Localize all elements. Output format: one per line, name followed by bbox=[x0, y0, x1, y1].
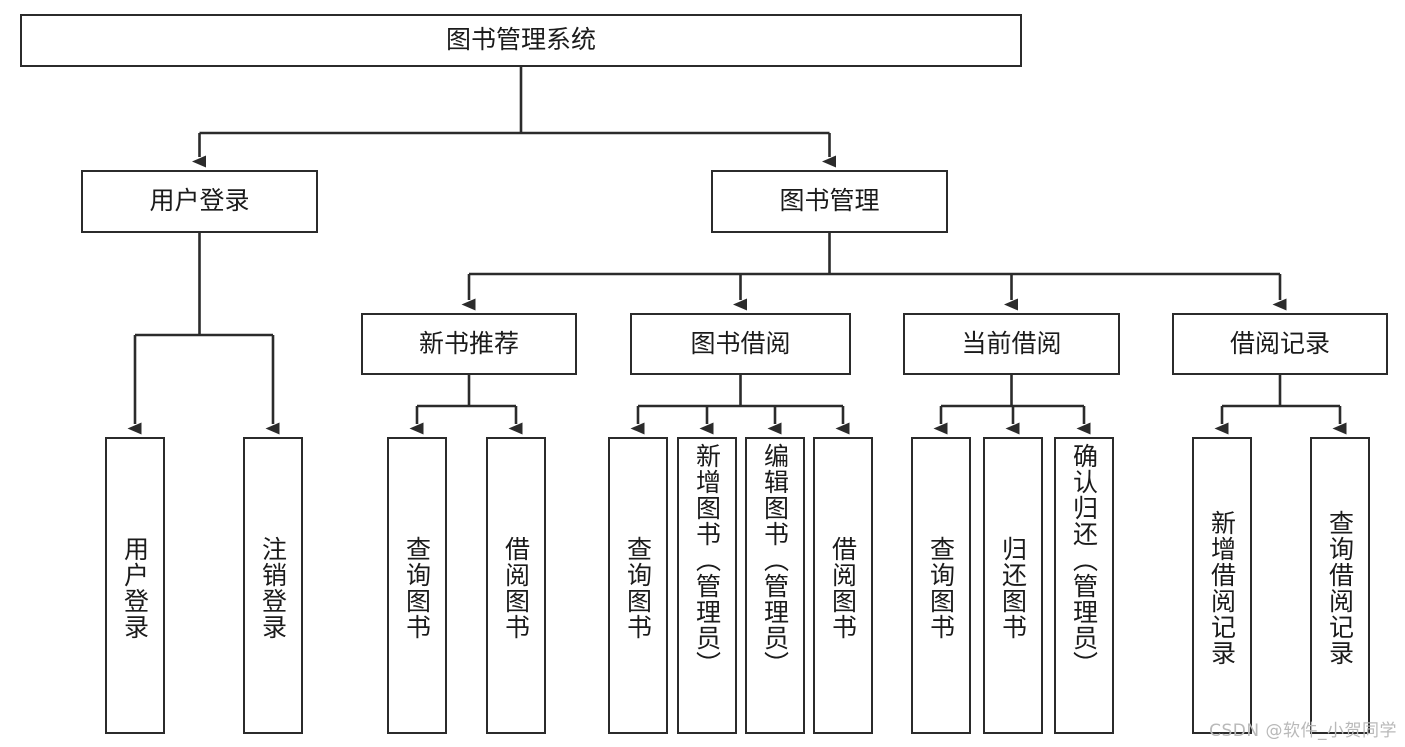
node-leaf-add-record[interactable]: 新增借阅记录 bbox=[1192, 437, 1252, 734]
node-label: 查询图书 bbox=[623, 535, 653, 640]
node-current-borrow[interactable]: 当前借阅 bbox=[903, 313, 1120, 375]
node-leaf-query-book-3[interactable]: 查询图书 bbox=[911, 437, 971, 734]
node-leaf-logout[interactable]: 注销登录 bbox=[243, 437, 303, 734]
node-label: 用户登录 bbox=[149, 186, 250, 216]
node-leaf-query-book-2[interactable]: 查询图书 bbox=[608, 437, 668, 734]
node-new-book-rec[interactable]: 新书推荐 bbox=[361, 313, 577, 375]
node-label: 借阅记录 bbox=[1229, 328, 1330, 358]
node-label: 编辑图书（管理员） bbox=[760, 443, 790, 677]
node-leaf-confirm-return[interactable]: 确认归还（管理员） bbox=[1054, 437, 1114, 734]
node-label: 归还图书 bbox=[998, 535, 1028, 640]
watermark-text: CSDN @软件_小贺同学 bbox=[1209, 721, 1397, 741]
node-leaf-borrow-book-2[interactable]: 借阅图书 bbox=[813, 437, 873, 734]
node-label: 借阅图书 bbox=[501, 535, 531, 640]
node-leaf-query-book-1[interactable]: 查询图书 bbox=[387, 437, 447, 734]
node-label: 新增借阅记录 bbox=[1207, 509, 1237, 666]
node-borrow-record[interactable]: 借阅记录 bbox=[1172, 313, 1388, 375]
node-label: 图书借阅 bbox=[690, 328, 791, 358]
node-root[interactable]: 图书管理系统 bbox=[20, 14, 1022, 67]
node-label: 图书管理 bbox=[779, 186, 880, 216]
node-label: 当前借阅 bbox=[961, 328, 1062, 358]
node-leaf-user-login[interactable]: 用户登录 bbox=[105, 437, 165, 734]
node-label: 查询借阅记录 bbox=[1325, 509, 1355, 666]
node-leaf-query-record[interactable]: 查询借阅记录 bbox=[1310, 437, 1370, 734]
node-leaf-edit-book[interactable]: 编辑图书（管理员） bbox=[745, 437, 805, 734]
node-label: 新书推荐 bbox=[418, 328, 519, 358]
node-label: 借阅图书 bbox=[828, 535, 858, 640]
node-label: 查询图书 bbox=[402, 535, 432, 640]
node-user-login[interactable]: 用户登录 bbox=[81, 170, 318, 233]
node-label: 确认归还（管理员） bbox=[1069, 443, 1099, 677]
node-label: 新增图书（管理员） bbox=[692, 443, 722, 677]
node-label: 查询图书 bbox=[926, 535, 956, 640]
node-label: 图书管理系统 bbox=[445, 25, 596, 55]
node-book-borrow[interactable]: 图书借阅 bbox=[630, 313, 851, 375]
node-leaf-return-book[interactable]: 归还图书 bbox=[983, 437, 1043, 734]
node-label: 用户登录 bbox=[120, 535, 150, 640]
node-leaf-add-book[interactable]: 新增图书（管理员） bbox=[677, 437, 737, 734]
node-leaf-borrow-book-1[interactable]: 借阅图书 bbox=[486, 437, 546, 734]
node-label: 注销登录 bbox=[258, 535, 288, 640]
node-book-manage[interactable]: 图书管理 bbox=[711, 170, 948, 233]
